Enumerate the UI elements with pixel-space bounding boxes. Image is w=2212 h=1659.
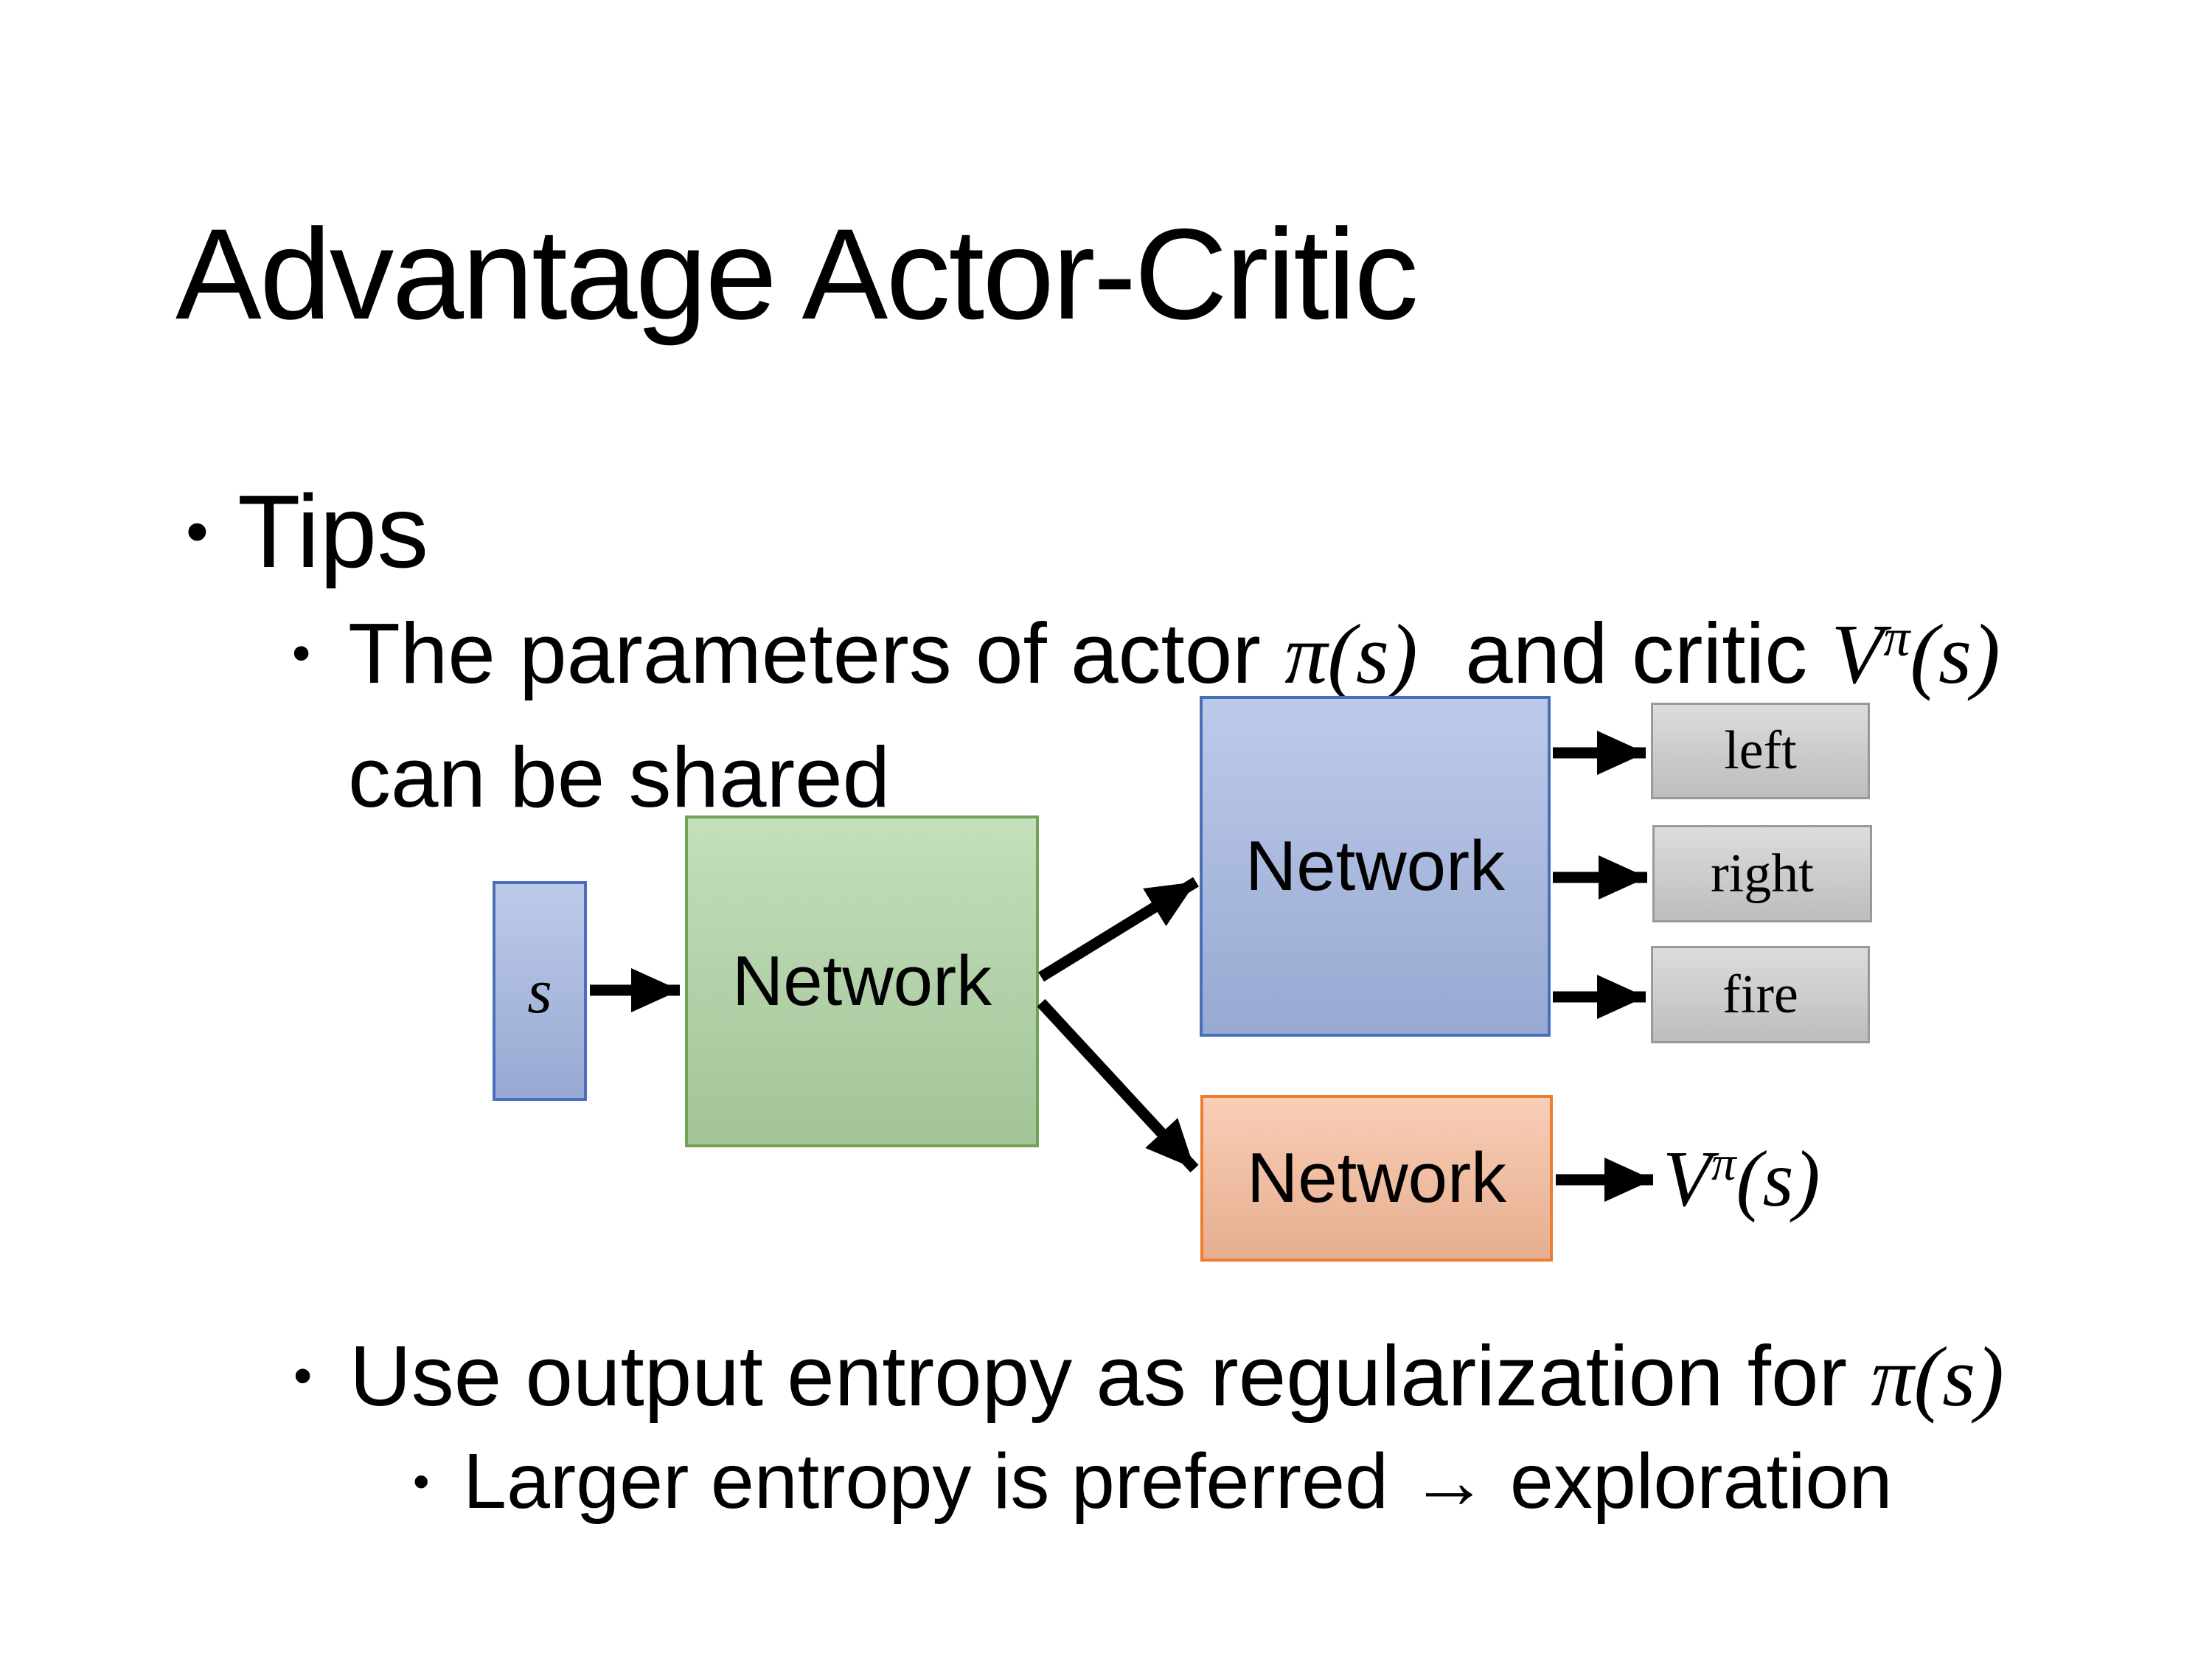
state-label: s [527, 956, 552, 1026]
actor-network-label: Network [1245, 827, 1506, 905]
action-label-right: right [1711, 843, 1814, 904]
bullet-marker: • [293, 1346, 313, 1405]
state-input-box: s [493, 881, 587, 1101]
critic-output-value: Vπ(s) [1663, 1134, 1820, 1225]
entropy-regularization-text: Use output entropy as regularization for… [349, 1320, 2004, 1433]
text-segment: The parameters of actor [348, 605, 1285, 701]
critic-value-math: V [1831, 608, 1884, 702]
action-label-left: left [1724, 720, 1797, 781]
arrow-shared-to-actor [1038, 877, 1199, 982]
bullet-marker: • [413, 1455, 430, 1508]
critic-value-superscript: π [1883, 608, 1910, 667]
bullet-marker: • [292, 624, 311, 683]
critic-output-v: V [1663, 1135, 1711, 1223]
slide-title: Advantage Actor-Critic [175, 203, 1419, 347]
critic-output-args: (s) [1736, 1135, 1820, 1223]
bullet-marker: • [186, 495, 209, 568]
critic-network-box: Network [1200, 1095, 1553, 1262]
critic-output-superscript: π [1711, 1136, 1736, 1192]
bullet-tips: • Tips [186, 470, 428, 594]
action-box-right: right [1652, 825, 1872, 922]
tips-label: Tips [237, 473, 429, 589]
bullet-entropy-regularization: • Use output entropy as regularization f… [293, 1320, 2181, 1433]
critic-value-args: (s) [1910, 608, 2000, 702]
shared-network-box: Network [685, 815, 1039, 1147]
action-box-left: left [1651, 703, 1870, 799]
action-label-fire: fire [1722, 964, 1798, 1025]
bullet-larger-entropy: • Larger entropy is preferred → explorat… [413, 1430, 2183, 1532]
action-box-fire: fire [1651, 946, 1870, 1043]
parameters-shared-text: The parameters of actor π(s) and critic … [348, 597, 2000, 833]
actor-policy-math: π(s) [1284, 608, 1418, 702]
shared-network-label: Network [731, 942, 992, 1020]
text-segment: Use output entropy as regularization for [349, 1328, 1871, 1424]
critic-network-label: Network [1246, 1138, 1507, 1217]
text-segment: can be shared [348, 729, 891, 825]
text-segment: and critic [1417, 605, 1832, 701]
policy-math: π(s) [1871, 1330, 2004, 1425]
bullet-parameters-shared: • The parameters of actor π(s) and criti… [292, 597, 2165, 833]
arrow-shared-to-critic [1037, 998, 1199, 1173]
actor-network-box: Network [1200, 696, 1551, 1037]
larger-entropy-text: Larger entropy is preferred → exploratio… [463, 1438, 1893, 1525]
